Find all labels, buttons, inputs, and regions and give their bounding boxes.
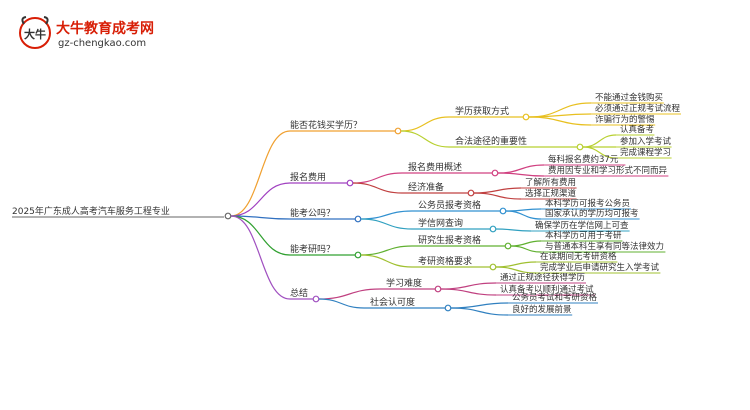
leaf-label: 通过正规途径获得学历: [500, 272, 586, 283]
svg-text:大牛: 大牛: [24, 27, 46, 41]
branch-connector: [230, 215, 291, 300]
branch-label: 能否花钱买学历？: [290, 119, 362, 131]
leaf-connector: [497, 172, 545, 177]
child-connector: [318, 298, 365, 309]
leaf-label: 必须通过正规考试流程: [595, 103, 681, 114]
child-label: 经济准备: [408, 181, 444, 193]
leaf-connector: [495, 261, 537, 268]
child-node-dot: [434, 285, 442, 293]
root-node-label: 2025年广东成人高考汽车服务工程专业: [12, 205, 170, 217]
leaf-label: 不能通过金钱购买: [595, 92, 663, 103]
site-url: gz-chengkao.com: [58, 38, 147, 49]
child-label: 研究生报考资格: [418, 234, 481, 246]
leaf-connector: [528, 113, 592, 118]
leaf-label: 本科学历可报考公务员: [545, 198, 630, 209]
child-node-dot: [489, 263, 497, 271]
child-label: 合法途径的重要性: [455, 135, 527, 147]
child-label: 学习难度: [386, 277, 422, 289]
branch-node-dot: [394, 127, 402, 135]
child-connector: [360, 218, 413, 230]
leaf-label: 国家承认的学历均可报考: [545, 208, 639, 219]
leaf-connector: [528, 116, 592, 126]
leaf-label: 诈骗行为的警惕: [595, 114, 655, 125]
child-connector: [352, 182, 403, 194]
branch-label: 总结: [290, 287, 308, 299]
child-node-dot: [491, 169, 499, 177]
child-node-dot: [576, 143, 584, 151]
site-title: 大牛教育成考网: [56, 21, 154, 37]
leaf-connector: [473, 192, 522, 200]
leaf-label: 在读期间无考研资格: [540, 251, 617, 262]
leaf-label: 完成学业后申请研究生入学考试: [540, 262, 660, 273]
leaf-label: 完成课程学习: [620, 147, 671, 158]
child-connector: [400, 116, 450, 132]
leaf-connector: [505, 210, 542, 220]
branch-connector: [230, 215, 291, 220]
child-label: 学信网查询: [418, 217, 463, 229]
child-label: 学历获取方式: [455, 105, 509, 117]
child-connector: [400, 130, 450, 148]
bull-logo-icon: 大牛: [19, 16, 51, 49]
leaf-label: 良好的发展前景: [512, 304, 572, 315]
leaf-connector: [440, 288, 497, 296]
leaf-connector: [495, 228, 532, 232]
leaf-connector: [510, 240, 542, 247]
leaf-label: 了解所有费用: [525, 177, 576, 188]
child-node-dot: [489, 225, 497, 233]
child-node-dot: [444, 304, 452, 312]
leaf-label: 与普通本科生享有同等法律效力: [545, 241, 664, 252]
leaf-label: 确保学历在学信网上可查: [535, 220, 629, 231]
leaf-label: 认真备考以顺利通过考试: [500, 284, 594, 295]
leaf-connector: [473, 187, 522, 194]
site-logo[interactable]: 大牛 大牛教育成考网 gz-chengkao.com: [18, 14, 188, 54]
child-node-dot: [467, 189, 475, 197]
branch-node-dot: [346, 179, 354, 187]
branch-node-dot: [354, 251, 362, 259]
root-node-dot: [224, 212, 232, 220]
leaf-connector: [440, 282, 497, 290]
leaf-connector: [450, 302, 509, 309]
child-label: 公务员报考资格: [418, 199, 481, 211]
branch-label: 能考公吗？: [290, 207, 335, 219]
child-connector: [360, 210, 413, 220]
branch-label: 能考研吗？: [290, 243, 335, 255]
child-node-dot: [504, 242, 512, 250]
leaf-label: 每科报名费约37元: [548, 154, 619, 165]
branch-connector: [230, 215, 291, 256]
branch-node-dot: [354, 215, 362, 223]
branch-node-dot: [312, 295, 320, 303]
leaf-label: 公务员考试和考研资格: [512, 292, 598, 303]
child-node-dot: [522, 113, 530, 121]
child-label: 考研资格要求: [418, 255, 472, 267]
leaf-label: 认真备考: [620, 124, 654, 135]
leaf-connector: [582, 134, 617, 148]
child-connector: [360, 254, 413, 268]
child-node-dot: [499, 207, 507, 215]
leaf-connector: [497, 164, 545, 174]
child-connector: [318, 288, 381, 300]
leaf-label: 选择正规渠道: [525, 188, 577, 199]
branch-connector: [230, 182, 291, 217]
child-connector: [360, 245, 413, 256]
leaf-connector: [450, 307, 509, 316]
child-label: 报名费用概述: [408, 161, 462, 173]
leaf-connector: [510, 245, 542, 253]
leaf-label: 参加入学考试: [620, 136, 672, 147]
leaf-label: 本科学历可用于考研: [545, 230, 622, 241]
child-label: 社会认可度: [370, 296, 415, 308]
child-connector: [352, 172, 403, 184]
branch-connector: [230, 130, 291, 217]
leaf-label: 费用因专业和学习形式不同而异: [548, 165, 668, 176]
leaf-connector: [505, 208, 542, 212]
leaf-connector: [495, 266, 537, 274]
leaf-connector: [582, 146, 617, 159]
branch-label: 报名费用: [290, 171, 326, 183]
